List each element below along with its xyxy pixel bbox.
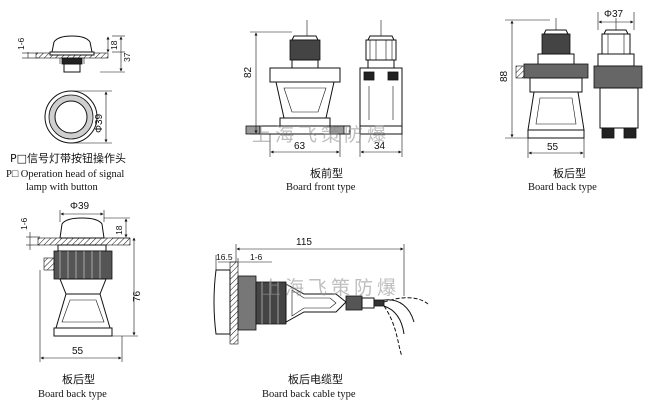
back-top-main-drawing xyxy=(515,18,589,139)
back-top-dimension-height: 88 xyxy=(499,19,550,139)
back-top-side-drawing xyxy=(593,18,643,139)
cable-thickness-label: 1-6 xyxy=(250,252,263,262)
head-dimension-thickness: 1-6 xyxy=(16,37,38,59)
back-bottom-drawing xyxy=(37,217,131,337)
back-bottom-thickness-label: 1-6 xyxy=(19,217,29,230)
back-bottom-title-en: Board back type xyxy=(38,389,107,400)
back-top-dimension-diameter: Φ37 xyxy=(597,9,635,30)
cable-dimension-length: 115 xyxy=(235,237,405,296)
watermark-lower: 上海飞策防爆 xyxy=(262,277,400,299)
front-main-drawing xyxy=(245,20,351,135)
front-dimension-width: 63 xyxy=(269,134,341,157)
back-bottom-dimension-head: 18 xyxy=(104,217,130,239)
back-bottom-dimension-width: 55 xyxy=(39,270,123,362)
front-dimension-height: 82 xyxy=(243,31,292,135)
back-bottom-head-label: 18 xyxy=(114,225,124,235)
cable-drawing xyxy=(213,261,429,357)
back-top-title-en: Board back type xyxy=(528,182,597,193)
back-bottom-dimension-height: 76 xyxy=(112,237,143,337)
head-diameter-label: Φ39 xyxy=(94,113,105,133)
cable-title-zh: 板后电缆型 xyxy=(288,372,343,386)
head-dimension-height: 18 37 xyxy=(100,35,132,73)
head-title-en-line2: lamp with button xyxy=(26,182,98,193)
head-title-en-line1: P□ Operation head of signal xyxy=(6,169,124,180)
view-operation-head: 1-6 18 37 Φ39 P□信号灯带按钮操作头 P□ Operation h… xyxy=(6,35,132,193)
back-bottom-dimension-diameter: Φ39 xyxy=(59,201,105,222)
back-top-diameter-label: Φ37 xyxy=(604,9,624,20)
head-title-zh: P□信号灯带按钮操作头 xyxy=(10,151,126,165)
cable-title-en: Board back cable type xyxy=(262,389,356,400)
head-height-small-label: 18 xyxy=(109,40,119,50)
back-bottom-height-label: 76 xyxy=(132,290,143,302)
watermark-upper: 上海飞策防爆 xyxy=(252,124,390,146)
cable-dimension-thickness: 1-6 xyxy=(237,252,272,266)
back-bottom-width-label: 55 xyxy=(72,346,84,357)
back-top-height-label: 88 xyxy=(499,70,510,82)
head-side-drawing xyxy=(35,35,109,73)
head-top-drawing: Φ39 xyxy=(44,90,112,144)
cable-offset-label: 16.5 xyxy=(216,252,233,262)
front-title-zh: 板前型 xyxy=(310,166,343,180)
back-top-dimension-width: 55 xyxy=(527,138,585,158)
front-height-label: 82 xyxy=(243,66,254,78)
back-bottom-title-zh: 板后型 xyxy=(62,372,95,386)
front-side-drawing xyxy=(359,20,403,135)
front-dimension-side-width: 34 xyxy=(359,134,403,157)
view-board-back-cable-type: 115 16.5 1-6 板后电缆型 Board back cable type xyxy=(213,237,429,400)
back-bottom-diameter-label: Φ39 xyxy=(70,201,90,212)
front-width-label: 63 xyxy=(294,141,306,152)
head-thickness-label: 1-6 xyxy=(16,37,26,50)
cable-length-label: 115 xyxy=(296,237,312,248)
view-board-back-type-bottom: 1-6 Φ39 18 76 55 板后型 Board back type xyxy=(19,201,143,400)
back-bottom-dimension-thickness: 1-6 xyxy=(19,217,40,250)
head-height-total-label: 37 xyxy=(122,52,132,62)
front-title-en: Board front type xyxy=(286,182,356,193)
back-top-title-zh: 板后型 xyxy=(553,166,586,180)
view-board-back-type-top: 88 55 Φ37 板后型 Board back type xyxy=(499,9,643,193)
view-board-front-type: 82 63 34 板前型 Board front type xyxy=(243,20,403,193)
cable-dimension-offset: 16.5 xyxy=(215,252,236,270)
front-side-width-label: 34 xyxy=(374,141,386,152)
back-top-width-label: 55 xyxy=(547,142,559,153)
